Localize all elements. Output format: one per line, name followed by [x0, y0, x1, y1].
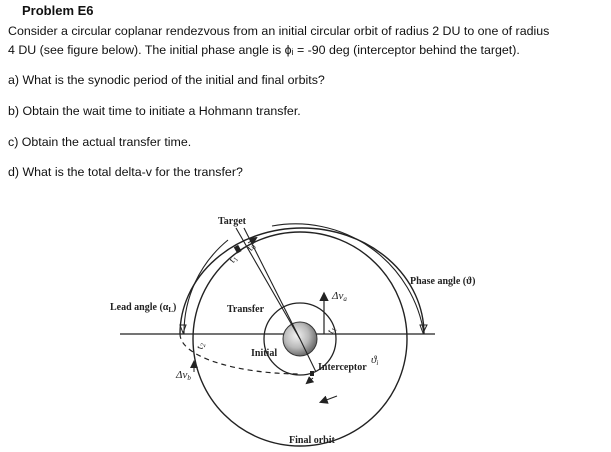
initial-orbit-circle: [263, 302, 337, 376]
lead-angle-arrowhead-icon: [179, 324, 187, 335]
question-b: b) Obtain the wait time to initiate a Ho…: [8, 104, 301, 118]
target-motion-arrow: [247, 236, 258, 245]
t0-target-label: t0: [245, 241, 259, 253]
transfer-ellipse-lower: [179, 333, 301, 375]
transfer-label: Transfer: [227, 304, 265, 315]
question-a: a) What is the synodic period of the ini…: [8, 73, 325, 87]
t1-interceptor-label: t1: [325, 326, 338, 336]
phase-angle-arc: [271, 223, 425, 335]
target-label: Target: [218, 216, 247, 227]
lead-angle-label: Lead angle (αL): [110, 302, 176, 314]
final-orbit-label: Final orbit: [289, 435, 336, 446]
dv-b-label: Δvb: [175, 369, 191, 382]
target-radial-line: [235, 227, 301, 340]
interceptor-label: Interceptor: [318, 362, 367, 373]
phase-angle-label: Phase angle (ϑ): [410, 276, 475, 287]
transfer-ellipse-upper: [179, 227, 425, 335]
final-orbit-circle: [192, 231, 408, 447]
target-satellite-icon: [233, 244, 242, 254]
final-orbit-arrow: [318, 395, 338, 404]
phase-angle-arrowhead-icon: [419, 324, 428, 335]
interceptor-radial-line: [299, 338, 317, 373]
problem-intro-line-1: Consider a circular coplanar rendezvous …: [8, 24, 550, 38]
theta-i-label: ϑi: [371, 354, 378, 367]
problem-intro-line-2: 4 DU (see figure below). The initial pha…: [8, 43, 520, 57]
problem-title: Problem E6: [22, 3, 94, 18]
initial-label: Initial: [251, 348, 277, 359]
question-d: d) What is the total delta-v for the tra…: [8, 165, 243, 179]
target-radial-line-2: [243, 227, 301, 340]
dv-a-label: Δva: [331, 290, 347, 303]
interceptor-motion-arrow: [305, 376, 315, 385]
lead-angle-arc: [183, 239, 229, 335]
t2-label: t2: [195, 342, 208, 351]
t1-target-label: t1: [227, 254, 241, 265]
interceptor-satellite-icon: [310, 371, 314, 376]
question-c: c) Obtain the actual transfer time.: [8, 135, 192, 149]
